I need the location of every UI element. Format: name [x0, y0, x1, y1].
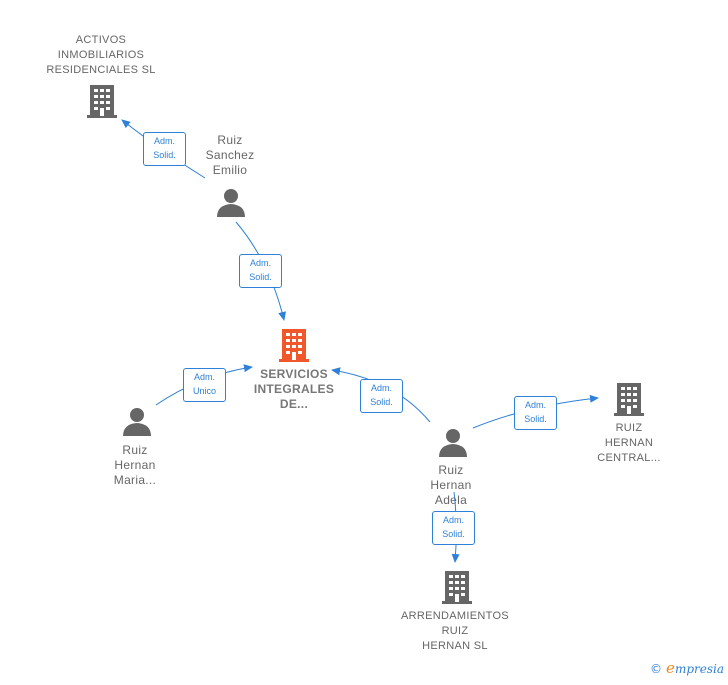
brand-logo-text: mpresia: [674, 662, 724, 676]
node-label-servicios: SERVICIOS INTEGRALES DE...: [253, 367, 335, 411]
relation-badge[interactable]: Adm. Solid.: [239, 254, 282, 288]
node-label-ruiz-sanchez: Ruiz Sanchez Emilio: [205, 133, 255, 177]
copyright-icon: ©: [650, 662, 663, 676]
building-icon-main[interactable]: [278, 327, 310, 363]
relation-badge[interactable]: Adm. Solid.: [432, 511, 475, 545]
brand-footer[interactable]: ©empresia: [650, 659, 724, 677]
relation-badge[interactable]: Adm. Solid.: [514, 396, 557, 430]
building-icon[interactable]: [441, 569, 473, 605]
relation-badge[interactable]: Adm. Solid.: [360, 379, 403, 413]
node-label-ruiz-central: RUIZ HERNAN CENTRAL...: [597, 422, 661, 464]
person-icon[interactable]: [122, 407, 152, 437]
relation-badge[interactable]: Adm. Unico: [183, 368, 226, 402]
building-icon[interactable]: [613, 381, 645, 417]
brand-logo-letter: e: [666, 659, 675, 677]
relation-badge[interactable]: Adm. Solid.: [143, 132, 186, 166]
node-label-ruiz-maria: Ruiz Hernan Maria...: [113, 443, 157, 487]
node-label-activos: ACTIVOS INMOBILIARIOS RESIDENCIALES SL: [46, 34, 156, 76]
building-icon[interactable]: [86, 83, 118, 119]
person-icon[interactable]: [438, 428, 468, 458]
node-label-ruiz-adela: Ruiz Hernan Adela: [430, 463, 472, 507]
person-icon[interactable]: [216, 188, 246, 218]
node-label-arrendamientos: ARRENDAMIENTOS RUIZ HERNAN SL: [401, 610, 509, 652]
